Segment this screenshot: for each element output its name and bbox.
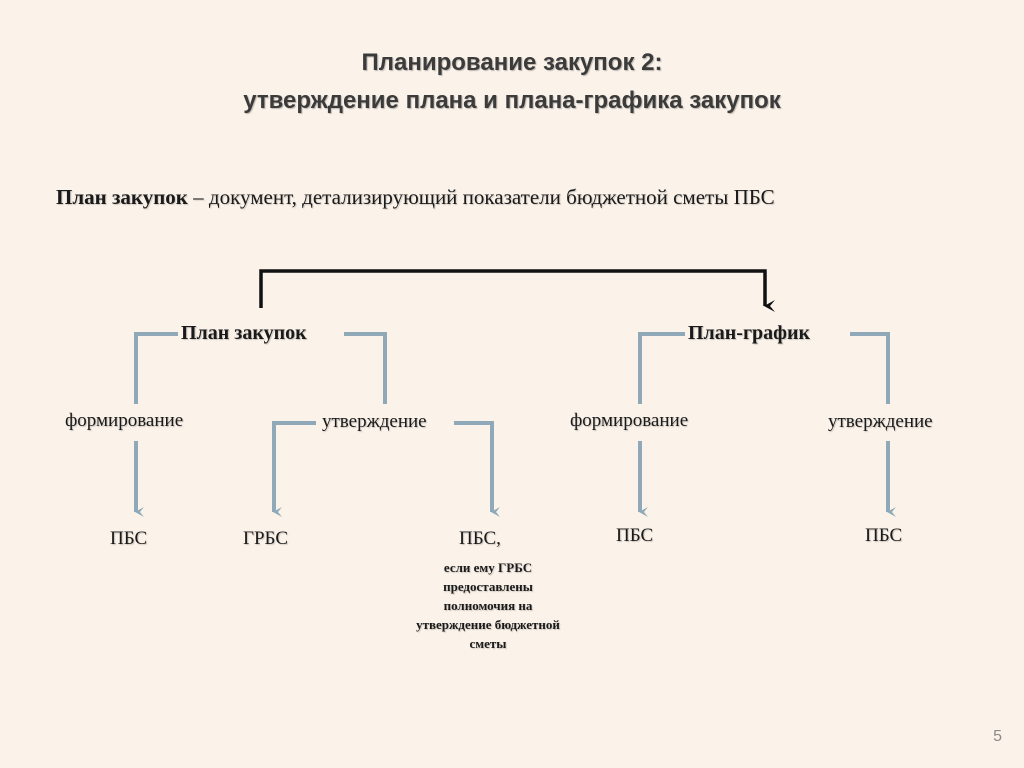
node-right-utverzhdenie: утверждение bbox=[825, 410, 936, 434]
title-line-2: утверждение плана и плана-графика закупо… bbox=[243, 87, 781, 114]
connector-utverzhdenie-pbs bbox=[454, 421, 500, 517]
node-plan-grafik: План-график bbox=[685, 321, 814, 345]
definition-body: – документ, детализирующий показатели бю… bbox=[187, 185, 775, 209]
page-title: Планирование закупок 2: утверждение план… bbox=[0, 44, 1024, 120]
node-pbs-1: ПБС bbox=[107, 527, 151, 551]
node-plan-zakupok: План закупок bbox=[178, 321, 310, 345]
node-left-formirovanie: формирование bbox=[62, 409, 187, 433]
connector-plan-left bbox=[134, 332, 178, 404]
node-pbs-3: ПБС bbox=[613, 524, 657, 548]
page-number: 5 bbox=[993, 728, 1002, 745]
node-left-utverzhdenie: утверждение bbox=[319, 410, 430, 434]
top-connector-arrow bbox=[259, 269, 775, 312]
node-pbs-2-note: если ему ГРБС предоставлены полномочия н… bbox=[416, 560, 560, 651]
connector-grafik-right bbox=[850, 332, 890, 404]
node-pbs-2: ПБС, bbox=[456, 527, 504, 551]
node-pbs-4: ПБС bbox=[862, 524, 906, 548]
connector-grafik-left bbox=[638, 332, 685, 404]
connector-utverzhdenie-grbs bbox=[272, 421, 316, 517]
definition-term: План закупок bbox=[56, 185, 188, 209]
definition-text: План закупок – документ, детализирующий … bbox=[56, 183, 775, 211]
connector-plan-right bbox=[344, 332, 387, 404]
node-grbs: ГРБС bbox=[240, 527, 292, 551]
node-right-formirovanie: формирование bbox=[567, 409, 692, 433]
title-line-1: Планирование закупок 2: bbox=[361, 49, 663, 76]
